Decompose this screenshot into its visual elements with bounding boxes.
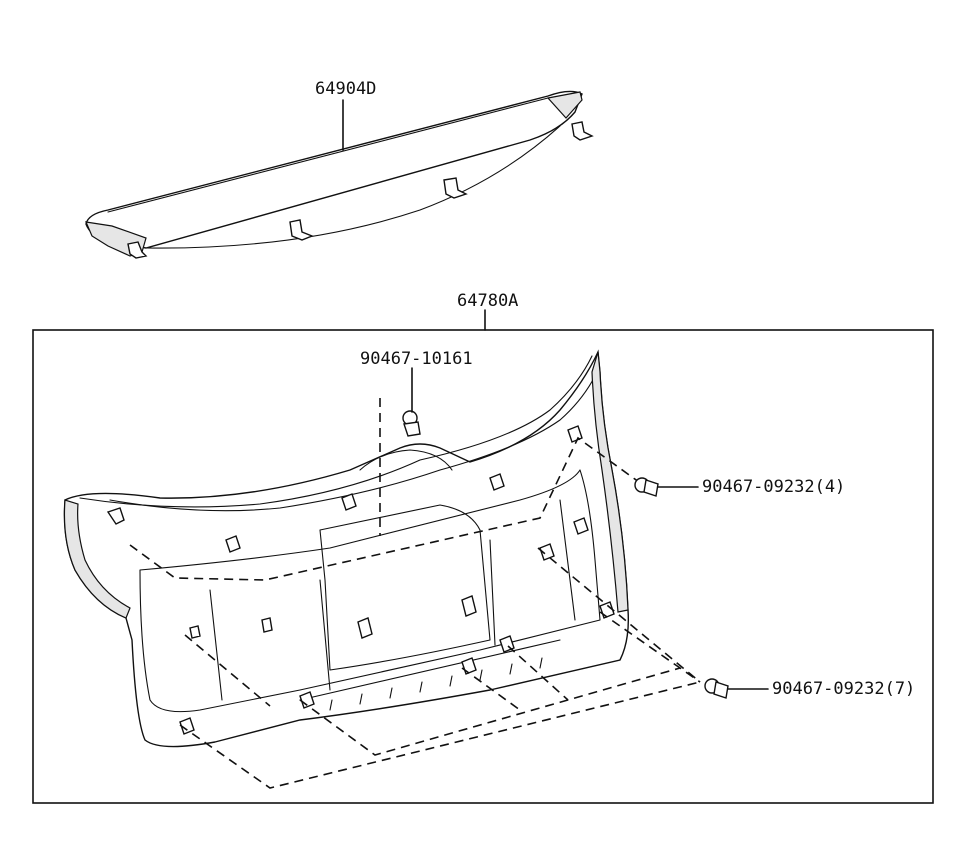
luggage-cover-illustration xyxy=(85,90,594,259)
clip-top-illustration xyxy=(402,410,421,437)
assembly-frame xyxy=(32,329,934,804)
clip-mid-illustration xyxy=(634,477,659,497)
cover-part-number: 64904D xyxy=(315,79,376,99)
assembly-lines xyxy=(129,398,701,789)
trim-board-illustration xyxy=(63,349,630,748)
clip-bottom-illustration xyxy=(704,678,729,699)
clip-top-part-number: 90467-10161 xyxy=(360,349,473,369)
clip-mid-part-number: 90467-09232(4) xyxy=(702,477,845,497)
clip-bottom-part-number: 90467-09232(7) xyxy=(772,679,915,699)
assembly-part-number: 64780A xyxy=(457,291,518,311)
